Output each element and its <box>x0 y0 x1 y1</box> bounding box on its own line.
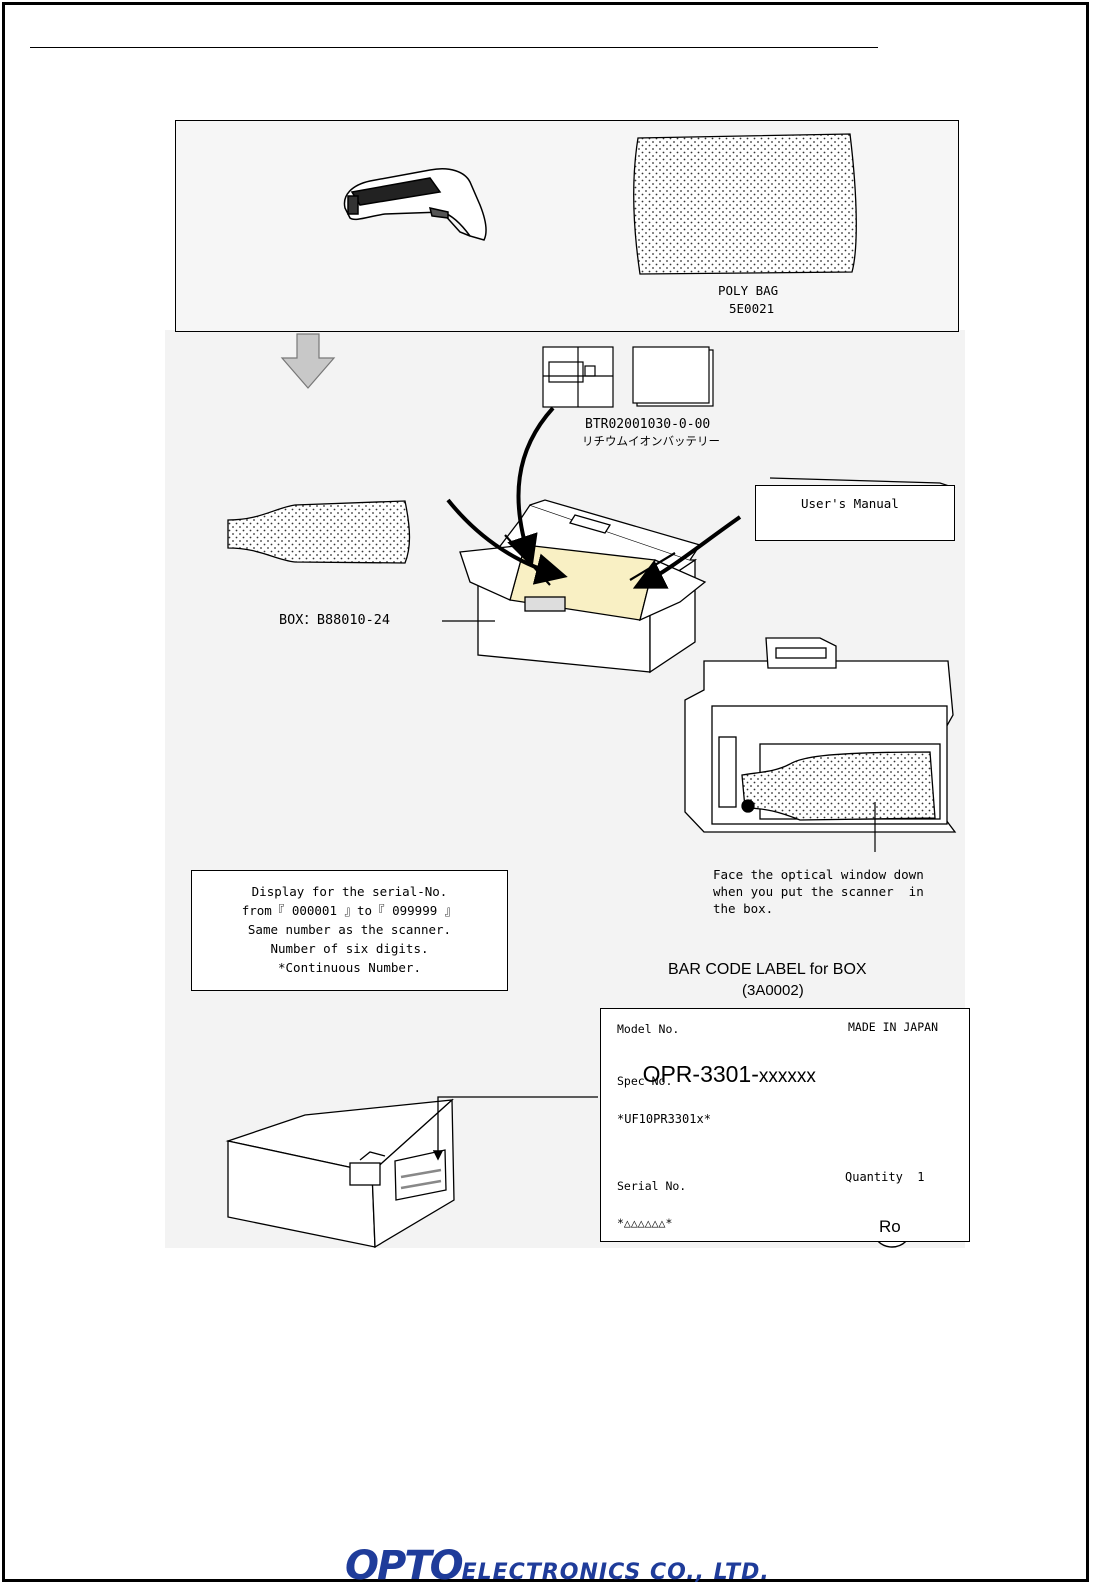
users-manual-sheet: User's Manual <box>755 485 955 541</box>
packed-box-icon <box>684 637 957 833</box>
serial-note-line-4: Number of six digits. <box>270 941 429 956</box>
spec-text: *UF10PR3301x* <box>617 1112 711 1126</box>
instruction-line-1: Face the optical window down <box>713 867 924 882</box>
instruction-line-2: when you put the scanner in <box>713 884 924 899</box>
serial-note-line-5: *Continuous Number. <box>278 960 421 975</box>
closed-box-icon <box>225 1098 455 1249</box>
model-number: OPR-3301-xxxxxx <box>617 1040 816 1109</box>
header-rule <box>30 47 878 48</box>
barcode-label-code: (3A0002) <box>742 982 804 999</box>
model-number-value: OPR-3301- <box>642 1061 759 1087</box>
serial-note-line-3: Same number as the scanner. <box>247 922 452 937</box>
logo-electronics: ELECTRONICS CO., LTD. <box>461 1560 770 1585</box>
serial-note-line-1: Display for the serial-No. <box>251 884 448 899</box>
box-label: BOX：B88010-24 <box>279 612 391 628</box>
users-manual-label: User's Manual <box>801 496 899 511</box>
barcode-label-title: BAR CODE LABEL for BOX <box>668 961 867 978</box>
battery-part: BTR02001030-0-00 <box>585 417 711 432</box>
poly-bag-name: POLY BAG <box>718 283 779 298</box>
made-in-label: MADE IN JAPAN <box>848 1020 939 1034</box>
open-box-icon <box>459 499 707 674</box>
poly-bag-bottle-icon <box>227 500 411 564</box>
scanner-icon <box>343 168 487 241</box>
battery-jp-name: リチウムイオンバッテリー <box>582 436 720 448</box>
serial-text: *△△△△△△* <box>617 1216 673 1230</box>
poly-bag-icon <box>633 133 857 275</box>
battery-icon <box>542 346 614 408</box>
quantity-label: Quantity 1 <box>845 1170 925 1184</box>
instruction-line-3: the box. <box>713 901 774 916</box>
logo-opto: OPTO <box>345 1543 464 1589</box>
serial-caption: Serial No. <box>617 1179 687 1193</box>
poly-bag-code: 5E0021 <box>729 301 775 316</box>
serial-note-box: Display for the serial-No. from『 000001 … <box>191 870 508 991</box>
company-logo: OPTOELECTRONICS CO., LTD. <box>345 1543 770 1589</box>
barcode-label: Model No. MADE IN JAPAN OPR-3301-xxxxxx … <box>600 1008 970 1242</box>
serial-note-line-2: from『 000001 』to『 099999 』 <box>241 903 458 918</box>
ro-badge: Ro <box>879 1217 901 1236</box>
spec-caption: Spec No. <box>617 1074 673 1088</box>
model-number-suffix: xxxxxx <box>758 1066 816 1087</box>
battery-card-icon <box>632 346 714 407</box>
model-caption: Model No. <box>617 1022 680 1036</box>
down-arrow-icon <box>280 333 336 389</box>
